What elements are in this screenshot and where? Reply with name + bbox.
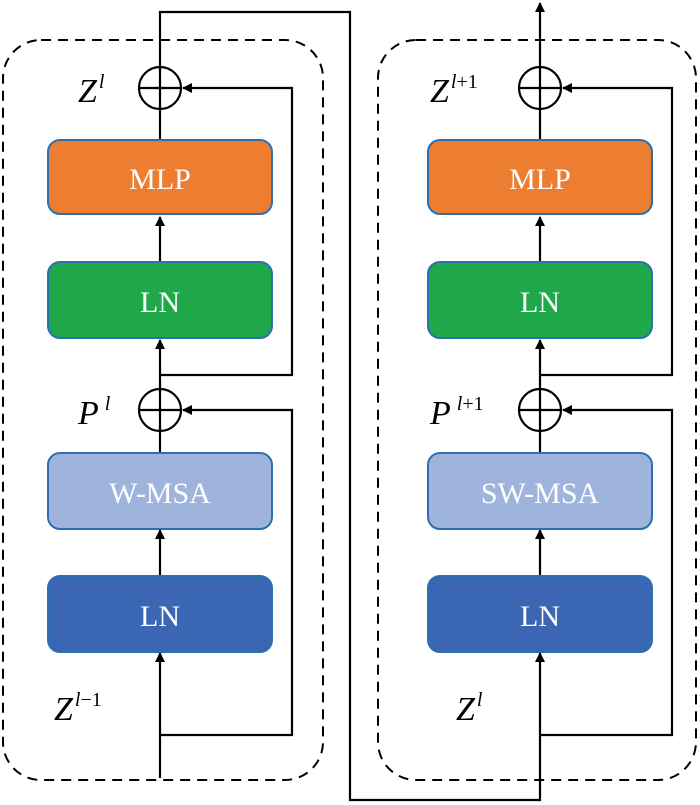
left-wmsa-box	[47, 452, 273, 530]
inter-block-connector	[158, 10, 545, 802]
left-mlp-box	[47, 139, 273, 215]
right-add-node-top	[517, 65, 563, 111]
left-add-node-top	[137, 65, 183, 111]
left-add-node-mid	[137, 387, 183, 433]
left-residual-2	[160, 83, 294, 377]
left-ln-bottom-label: LN	[140, 600, 180, 633]
right-swmsa-label: SW-MSA	[481, 477, 600, 510]
left-ln-top-box	[47, 261, 273, 339]
right-ln-bottom-box	[427, 575, 653, 653]
left-ln-top-label: LN	[140, 286, 180, 319]
left-block-dashed-frame	[2, 39, 324, 781]
right-add-node-mid	[517, 387, 563, 433]
right-ln-bottom-label: LN	[520, 600, 560, 633]
right-mlp-label: MLP	[509, 163, 571, 196]
left-ln-bottom-box	[47, 575, 273, 653]
right-residual-2	[540, 83, 674, 377]
right-ln-top-label: LN	[520, 286, 560, 319]
left-mlp-label: MLP	[129, 163, 191, 196]
right-swmsa-box	[427, 452, 653, 530]
right-block-dashed-frame	[377, 39, 697, 781]
right-mlp-box	[427, 139, 653, 215]
left-residual-1	[160, 405, 294, 737]
left-wmsa-label: W-MSA	[109, 477, 211, 510]
right-ln-top-box	[427, 261, 653, 339]
right-residual-1	[540, 405, 674, 737]
